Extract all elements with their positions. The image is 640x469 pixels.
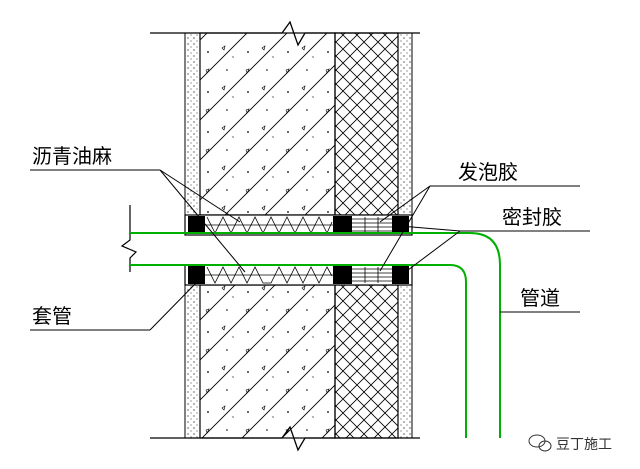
insulation-layer (334, 32, 399, 216)
watermark-text: 豆丁施工 (556, 437, 612, 453)
concrete-wall (199, 32, 336, 216)
foam-glue-fill (352, 217, 392, 283)
wechat-icon (528, 434, 552, 452)
leader-lines (30, 169, 590, 331)
wall-top (184, 32, 413, 216)
label-pipe: 管道 (520, 286, 560, 310)
plaster-layer-right (397, 32, 413, 216)
label-sleeve: 套管 (32, 304, 72, 328)
label-sealant: 密封胶 (502, 205, 562, 229)
pipe (130, 232, 501, 438)
insulation-layer (334, 284, 399, 439)
label-asphalt-hemp: 沥青油麻 (32, 144, 112, 168)
asphalt-hemp-fill (205, 216, 333, 284)
pipe-break-symbol (120, 205, 138, 272)
break-lines (150, 20, 420, 452)
sealant-blocks (188, 216, 409, 284)
wall-bottom (184, 284, 413, 439)
concrete-wall (199, 284, 336, 439)
plaster-layer-left (184, 284, 201, 439)
label-foam-glue: 发泡胶 (458, 160, 518, 184)
watermark: 豆丁施工 (528, 434, 612, 453)
plaster-layer-right (397, 284, 413, 439)
